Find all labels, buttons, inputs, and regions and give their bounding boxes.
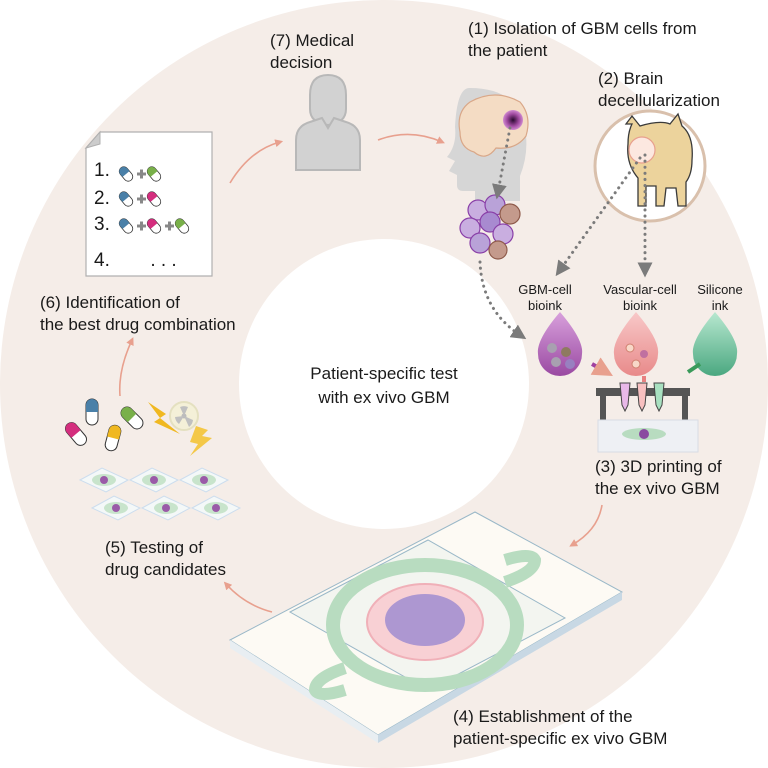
ink-label-silicone-line-2: ink (711, 298, 729, 313)
step-6-line-1: (6) Identification of (40, 293, 180, 312)
tumor-icon (503, 110, 523, 130)
ranking-item-4: 4. . . . (94, 250, 177, 272)
head-brain-icon (447, 87, 529, 201)
ranking-number: 3. (94, 214, 110, 235)
dotted-path-brain-to-cells (492, 126, 512, 200)
ranking-ellipsis: . . . (150, 250, 177, 271)
step-5-label: (5) Testing of drug candidates (105, 537, 226, 581)
step-3-label: (3) 3D printing of the ex vivo GBM (595, 456, 722, 500)
inner-circle (239, 239, 529, 529)
printer-icon (596, 382, 699, 453)
center-title-line-1: Patient-specific test (310, 364, 458, 383)
ranking-number: 4. (94, 250, 110, 271)
pill-pink-icon (65, 422, 87, 446)
ink-label-vascular-line-1: Vascular-cell (603, 282, 677, 297)
step-1-label: (1) Isolation of GBM cells from the pati… (468, 18, 697, 62)
ink-label-silicone-line-1: Silicone (697, 282, 743, 297)
arrow-4-to-5 (223, 581, 273, 613)
step-1-line-2: the patient (468, 41, 548, 60)
lightning-icon-2 (190, 426, 212, 456)
ranking-item-2: 2. (94, 188, 110, 210)
chip-icon (229, 511, 624, 743)
ranking-item-1: 1. (94, 160, 110, 182)
ink-label-gbm-line-2: bioink (528, 298, 562, 313)
radiation-icon (169, 401, 199, 431)
ink-label-silicone: Silicone ink (690, 282, 750, 314)
arrow-3-to-4 (569, 504, 603, 547)
gbm-bioink-drop-icon (537, 312, 583, 376)
step-4-line-1: (4) Establishment of the (453, 707, 633, 726)
step-7-line-2: decision (270, 53, 333, 72)
dotted-path-pig-to-gbm-ink (555, 156, 642, 277)
step-3-line-1: (3) 3D printing of (595, 457, 722, 476)
chip-array-icon (78, 467, 242, 521)
arrow-5-to-6 (118, 337, 134, 397)
step-4-label: (4) Establishment of the patient-specifi… (453, 706, 667, 750)
step-1-line-1: (1) Isolation of GBM cells from (468, 19, 697, 38)
arrow-gbm-ink-to-printer (590, 357, 613, 376)
pig-icon (593, 109, 707, 223)
ranking-number: 2. (94, 188, 110, 209)
center-title: Patient-specific test with ex vivo GBM (284, 362, 484, 410)
step-6-line-2: the best drug combination (40, 315, 236, 334)
arrow-7-to-1 (377, 133, 445, 144)
step-2-line-2: decellularization (598, 91, 720, 110)
center-title-line-2: with ex vivo GBM (318, 388, 450, 407)
ink-label-vascular: Vascular-cell bioink (590, 282, 690, 314)
ink-label-vascular-line-2: bioink (623, 298, 657, 313)
step-2-line-1: (2) Brain (598, 69, 664, 88)
doctor-icon (295, 73, 361, 171)
silicone-ink-drop-icon (692, 312, 738, 376)
pill-yellow-icon (104, 424, 122, 452)
step-3-line-2: the ex vivo GBM (595, 479, 720, 498)
vascular-bioink-drop-icon (613, 312, 659, 376)
pill-green-icon (120, 406, 144, 430)
cell-cluster-icon (459, 194, 521, 260)
arrow-6-to-7 (229, 139, 284, 184)
step-2-label: (2) Brain decellularization (598, 68, 720, 112)
lightning-icon (148, 402, 180, 434)
ranking-number: 1. (94, 160, 110, 181)
step-5-line-2: drug candidates (105, 560, 226, 579)
step-7-line-1: (7) Medical (270, 31, 355, 50)
pill-blue-icon (85, 398, 99, 426)
ink-label-gbm-line-1: GBM-cell (518, 282, 572, 297)
ranking-item-3: 3. (94, 214, 110, 236)
ink-label-gbm: GBM-cell bioink (505, 282, 585, 314)
arrow-silicone-ink-to-printer (686, 362, 702, 374)
step-4-line-2: patient-specific ex vivo GBM (453, 729, 668, 748)
step-5-line-1: (5) Testing of (105, 538, 203, 557)
step-7-label: (7) Medical decision (270, 30, 354, 74)
dotted-path-cells-to-gbm-ink (478, 260, 527, 340)
step-6-label: (6) Identification of the best drug comb… (40, 292, 236, 336)
